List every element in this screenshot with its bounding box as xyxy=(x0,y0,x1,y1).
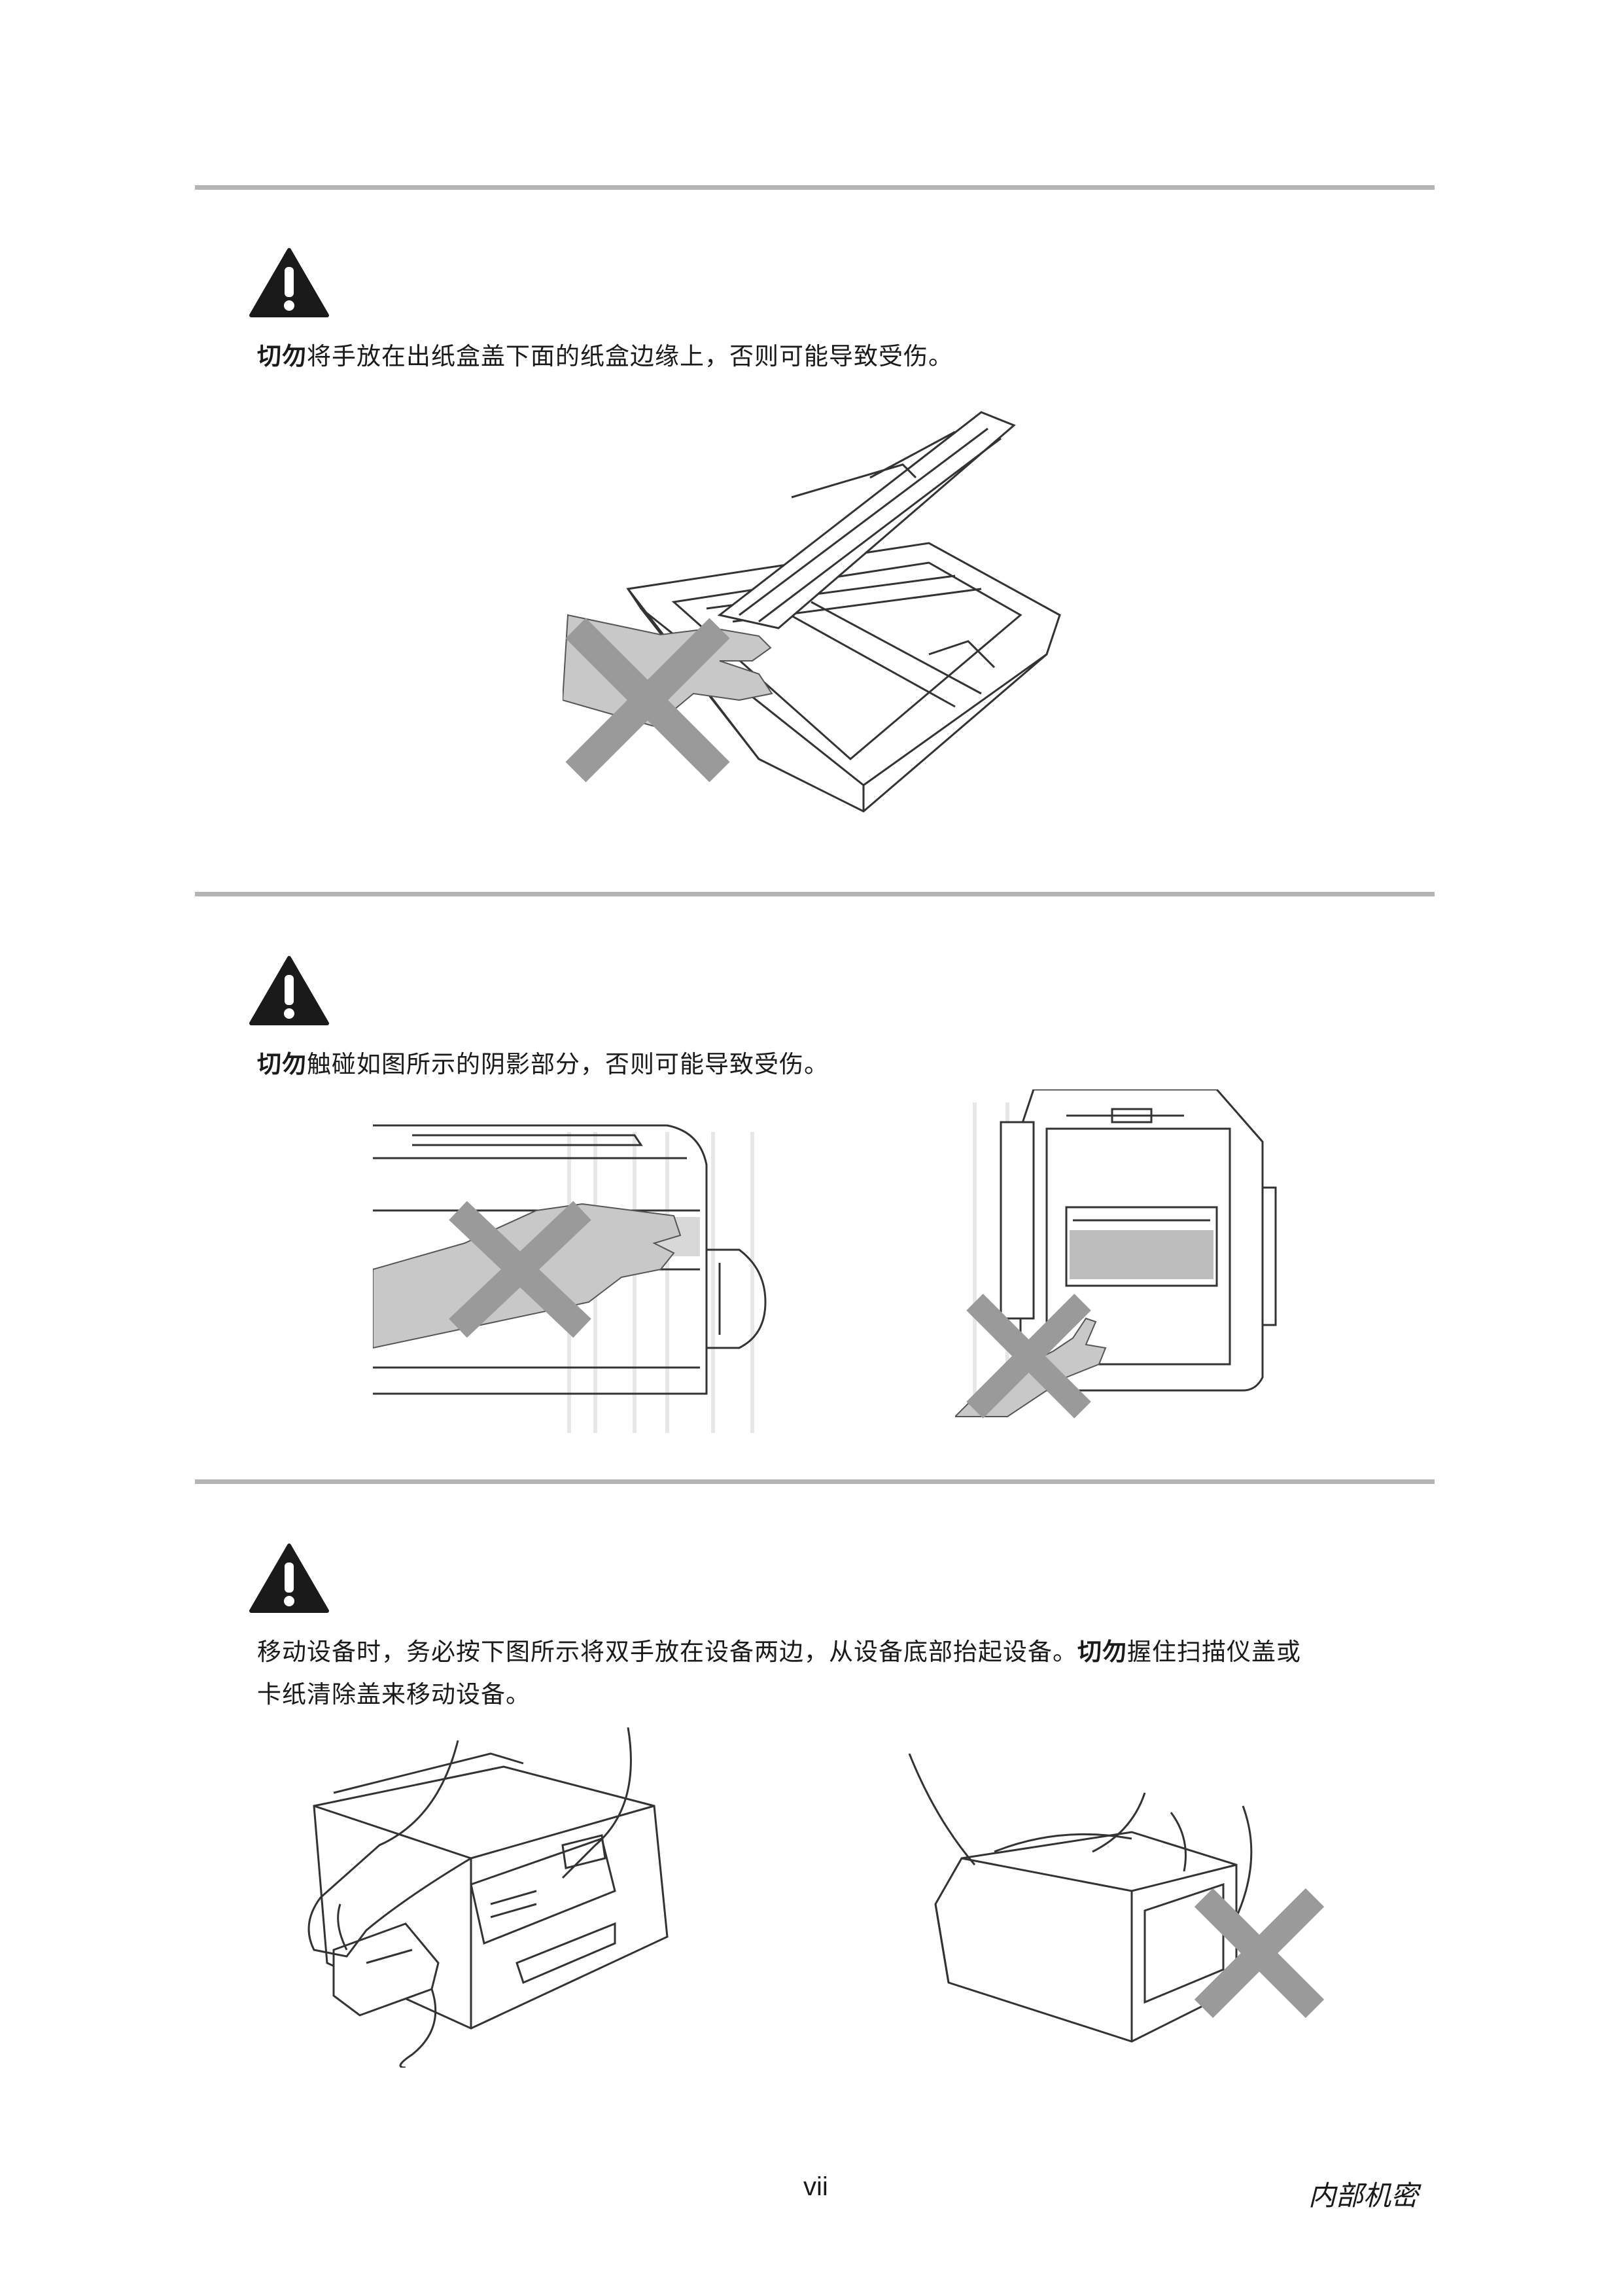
paper-tray-illustration xyxy=(563,411,1061,813)
machine-back-illustration xyxy=(955,1089,1277,1419)
warning-body: 握住扫描仪盖或 xyxy=(1127,1638,1301,1666)
warning-text-3b: 卡纸清除盖来移动设备。 xyxy=(257,1676,531,1714)
warning-icon xyxy=(249,956,329,1025)
emphasis: 切勿 xyxy=(257,342,307,370)
warning-icon xyxy=(249,1544,329,1613)
warning-body: 卡纸清除盖来移动设备。 xyxy=(257,1680,531,1708)
correct-lifting-illustration xyxy=(307,1727,669,2068)
section-divider xyxy=(195,892,1435,896)
warning-text-3: 移动设备时，务必按下图所示将双手放在设备两边，从设备底部抬起设备。切勿握住扫描仪… xyxy=(257,1633,1301,1671)
warning-text-1: 切勿将手放在出纸盒盖下面的纸盒边缘上，否则可能导致受伤。 xyxy=(257,338,953,376)
warning-text-2: 切勿触碰如图所示的阴影部分，否则可能导致受伤。 xyxy=(257,1046,829,1084)
confidential-label: 内部机密 xyxy=(1308,2180,1419,2212)
incorrect-lifting-illustration xyxy=(908,1754,1325,2043)
warning-body: 触碰如图所示的阴影部分，否则可能导致受伤。 xyxy=(307,1050,829,1078)
section-divider xyxy=(195,1479,1435,1484)
machine-side-illustration xyxy=(373,1124,767,1433)
emphasis: 切勿 xyxy=(257,1050,307,1078)
warning-icon xyxy=(249,248,329,317)
warning-body: 移动设备时，务必按下图所示将双手放在设备两边，从设备底部抬起设备。 xyxy=(257,1638,1077,1666)
warning-body: 将手放在出纸盒盖下面的纸盒边缘上，否则可能导致受伤。 xyxy=(307,342,953,370)
page-number: vii xyxy=(803,2172,828,2201)
emphasis: 切勿 xyxy=(1077,1638,1127,1666)
section-divider xyxy=(195,185,1435,190)
